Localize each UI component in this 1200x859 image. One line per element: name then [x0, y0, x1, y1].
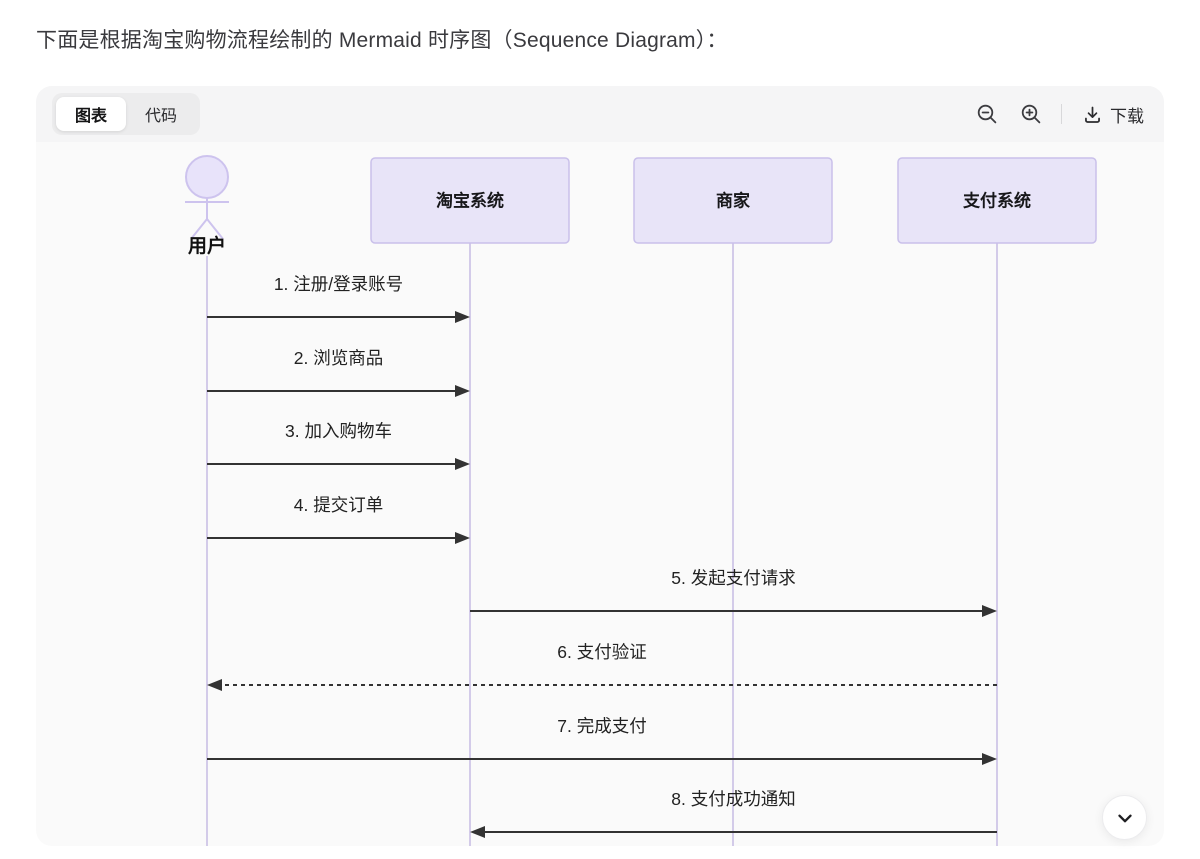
- diagram-toolbar: 图表 代码: [36, 86, 1164, 142]
- zoom-in-button[interactable]: [1017, 100, 1045, 128]
- message-arrowhead: [982, 753, 997, 765]
- message-arrowhead: [455, 385, 470, 397]
- zoom-in-icon: [1021, 104, 1041, 124]
- actor-label: 用户: [188, 234, 226, 257]
- toolbar-divider: [1061, 104, 1062, 124]
- tab-chart[interactable]: 图表: [56, 97, 127, 131]
- participant-box-merchant: [633, 157, 833, 244]
- message-label: 1. 注册/登录账号: [274, 274, 403, 294]
- participant-label-taobao: 淘宝系统: [436, 191, 504, 211]
- message-label: 2. 浏览商品: [294, 348, 383, 368]
- message-arrowhead: [207, 679, 222, 691]
- download-icon: [1085, 106, 1100, 123]
- message-label: 8. 支付成功通知: [671, 789, 795, 809]
- message-arrowhead: [982, 605, 997, 617]
- mermaid-diagram-card: 图表 代码: [36, 86, 1164, 846]
- download-button[interactable]: 下载: [1078, 102, 1148, 127]
- intro-text: 下面是根据淘宝购物流程绘制的 Mermaid 时序图（Sequence Diag…: [36, 29, 728, 52]
- message-label: 4. 提交订单: [294, 495, 383, 515]
- view-tab-group: 图表 代码: [52, 93, 201, 135]
- message-arrowhead: [455, 532, 470, 544]
- participant-box-payment: [897, 157, 1097, 244]
- sequence-diagram-svg: 用户 淘宝系统 商家 支付系统 1. 注册/登录账号 2. 浏览商品 3. 加入购物车 4. …: [185, 155, 1097, 846]
- message-label: 7. 完成支付: [557, 716, 646, 736]
- message-arrowhead: [455, 458, 470, 470]
- chevron-down-icon: [1117, 814, 1132, 822]
- participant-label-merchant: 商家: [716, 191, 750, 211]
- message-arrowhead: [455, 311, 470, 323]
- message-arrowhead: [470, 826, 485, 838]
- actor-leg-left: [190, 218, 208, 240]
- participant-box-taobao: [370, 157, 570, 244]
- participant-label-payment: 支付系统: [963, 191, 1031, 211]
- zoom-out-icon: [977, 104, 997, 124]
- scroll-to-bottom-button[interactable]: [1102, 795, 1147, 840]
- message-label: 5. 发起支付请求: [671, 568, 795, 588]
- zoom-out-button[interactable]: [973, 100, 1001, 128]
- download-label: 下载: [1110, 106, 1144, 126]
- message-label: 3. 加入购物车: [285, 421, 392, 441]
- sequence-diagram-canvas: 用户 淘宝系统 商家 支付系统 1. 注册/登录账号 2. 浏览商品 3. 加入购物车 4. …: [36, 142, 1164, 846]
- message-label: 6. 支付验证: [557, 642, 646, 662]
- actor-leg-right: [206, 218, 224, 240]
- actor-head: [185, 155, 229, 199]
- tab-code[interactable]: 代码: [145, 108, 178, 125]
- toolbar-actions: 下载: [973, 100, 1148, 128]
